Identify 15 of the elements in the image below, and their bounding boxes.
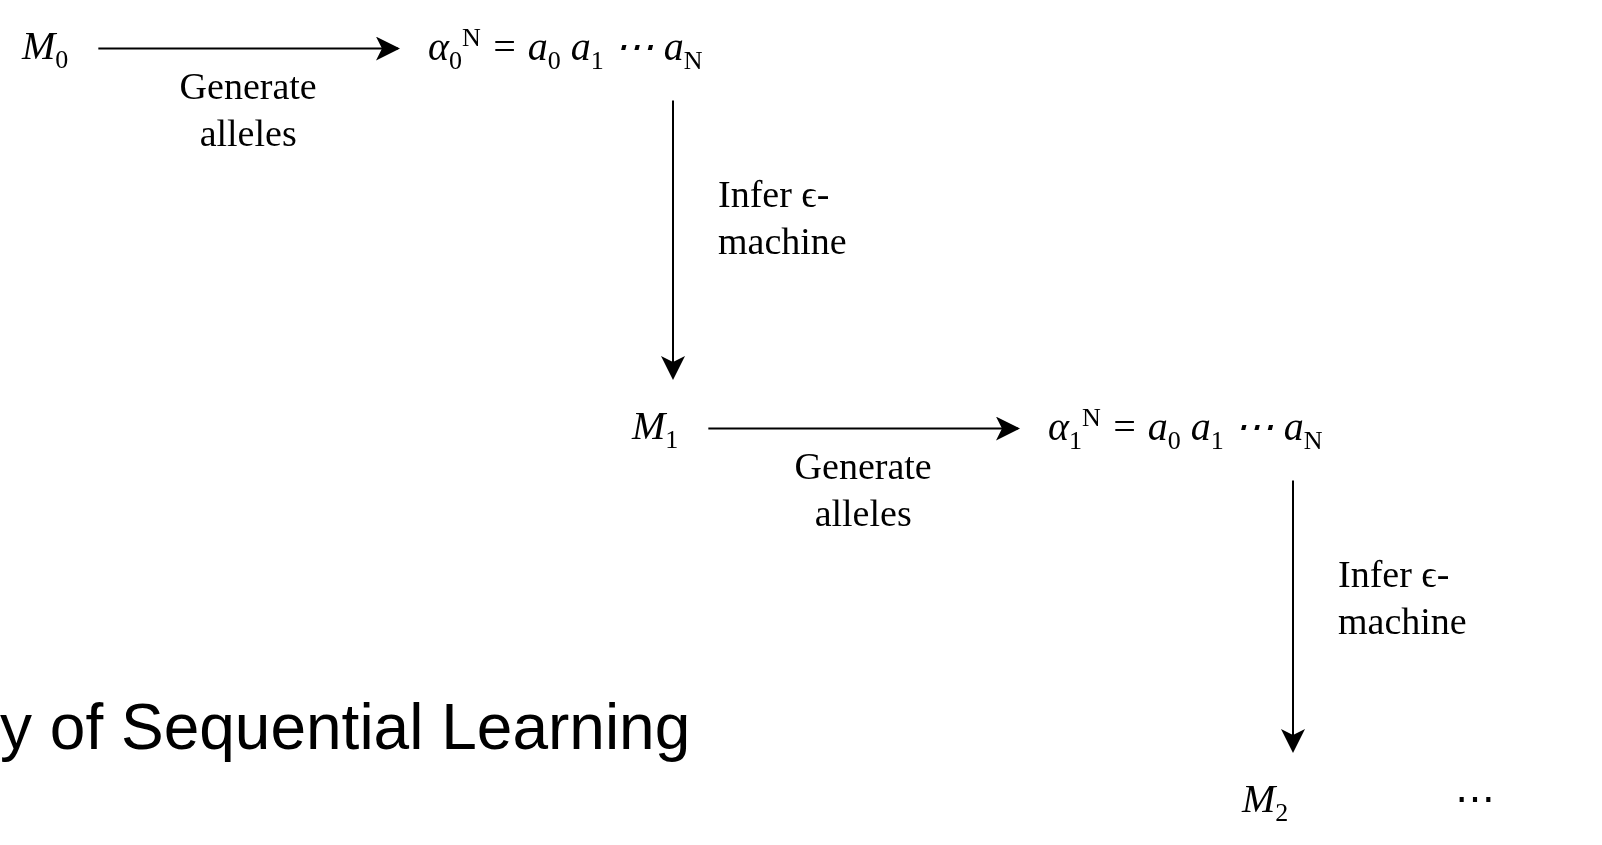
math-term: α$_{0}$$^{N}$ = a$_{0}$ a$_{1}$ ⋯ a$_{N}$: [428, 22, 703, 77]
arrow: [97, 36, 400, 61]
edge-label: Infer ϵ-machine: [718, 171, 848, 264]
math-term: M$_{2}$: [1242, 775, 1289, 829]
ellipsis-text: ⋯: [1455, 775, 1495, 822]
edge-label: Generate alleles: [793, 443, 933, 537]
edge-label: Generate alleles: [178, 63, 318, 157]
page-title: y of Sequential Learning: [0, 690, 691, 764]
arrow: [661, 99, 685, 380]
edge-label: Infer ϵ-machine: [1338, 551, 1468, 644]
arrow: [707, 416, 1020, 441]
math-term: M$_{0}$: [22, 22, 69, 76]
arrow: [1281, 479, 1305, 753]
math-term: M$_{1}$: [632, 402, 679, 456]
math-term: α$_{1}$$^{N}$ = a$_{0}$ a$_{1}$ ⋯ a$_{N}$: [1048, 402, 1323, 457]
